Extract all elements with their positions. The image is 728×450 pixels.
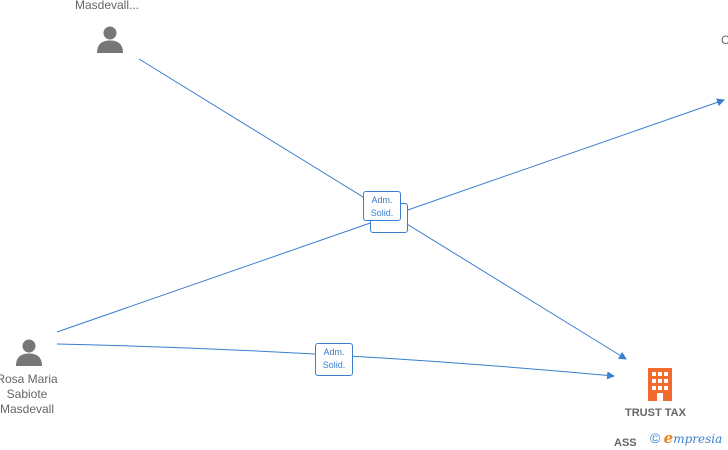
person-icon[interactable] <box>14 337 44 367</box>
top-right-node-name[interactable]: C <box>721 33 728 47</box>
company-name-line2[interactable]: ASS <box>614 437 637 449</box>
empresia-watermark: © empresia <box>650 429 722 447</box>
company-name-line1[interactable]: TRUST TAX <box>625 407 686 419</box>
brand-initial: e <box>663 429 674 447</box>
edge-label-line2: Solid. <box>322 360 346 370</box>
edge-label-lower[interactable]: Adm. Solid. <box>315 343 353 376</box>
edge-label-line1: Adm. <box>371 195 393 205</box>
person-left-name-line3[interactable]: Masdevall <box>0 402 55 416</box>
building-icon[interactable] <box>645 367 675 401</box>
brand-rest: mpresia <box>673 432 723 446</box>
edge-label-line1: Adm. <box>323 347 345 357</box>
brand-logo: empresia <box>663 429 723 447</box>
person-top-name[interactable]: Masdevall... <box>74 0 140 12</box>
person-icon[interactable] <box>95 24 125 54</box>
edge-label-line2: Solid. <box>370 208 394 218</box>
edge-label-central[interactable]: Adm. Solid. <box>363 191 401 221</box>
person-left-name-line2[interactable]: Sabiote <box>6 387 48 401</box>
copyright-symbol: © <box>650 430 661 446</box>
person-left-name-line1[interactable]: Rosa Maria <box>0 372 58 386</box>
